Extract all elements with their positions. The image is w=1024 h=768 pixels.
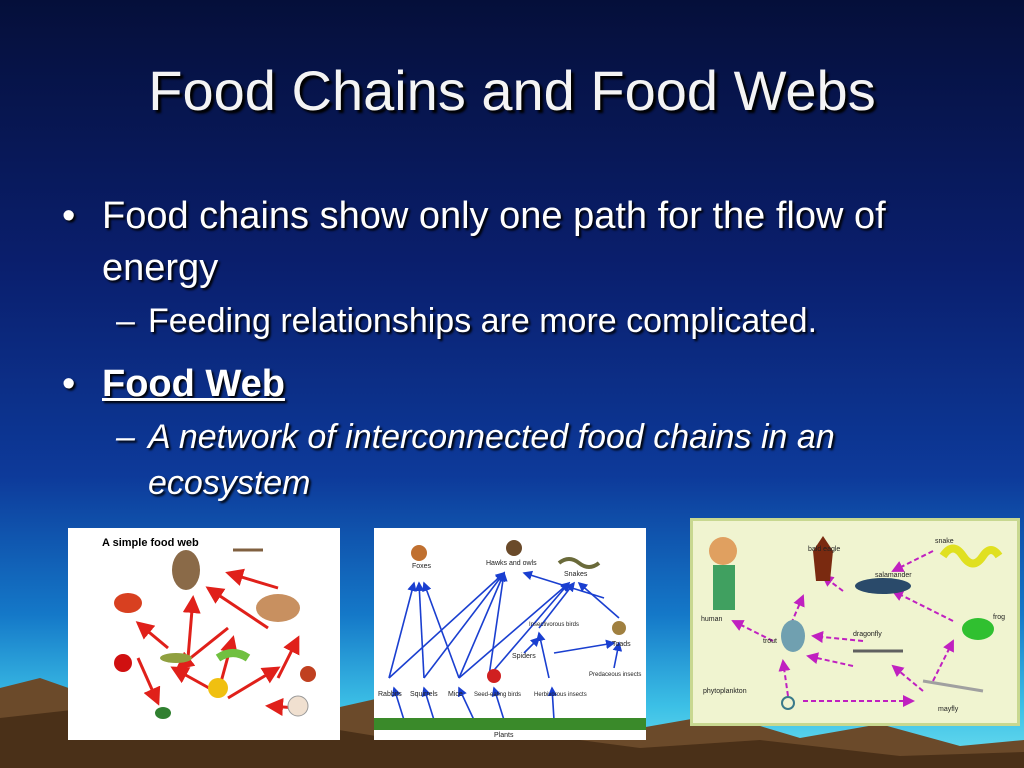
- blue-arrows: [388, 570, 623, 721]
- sub-bullet-text: Feeding relationships are more complicat…: [148, 302, 818, 340]
- label-foxes: Foxes: [412, 563, 432, 570]
- label-predaceous-insects: Predaceous insects: [589, 672, 641, 678]
- slide-title: Food Chains and Food Webs: [148, 59, 876, 122]
- trout-icon: [781, 620, 805, 652]
- bullet-item: • Food Web: [62, 358, 982, 410]
- label-toads: Toads: [612, 641, 631, 648]
- label-mayfly: mayfly: [938, 706, 959, 713]
- bullet-term: Food Web: [102, 363, 285, 405]
- caterpillar-icon: [215, 649, 251, 662]
- bullet-list: • Food chains show only one path for the…: [62, 190, 982, 506]
- owl-icon: [506, 540, 522, 556]
- label-frog: frog: [993, 614, 1005, 621]
- label-snake: snake: [935, 538, 954, 545]
- bird-icon: [114, 593, 142, 613]
- label-dragonfly: dragonfly: [853, 631, 882, 638]
- label-herbivorous-insects: Herbivorous insects: [534, 692, 587, 698]
- cardinal-icon: [487, 669, 501, 683]
- label-hawks-owls: Hawks and owls: [486, 560, 537, 567]
- human-icon: [709, 537, 737, 565]
- label-spiders: Spiders: [512, 653, 536, 660]
- aphid-icon: [155, 707, 171, 719]
- mayfly-icon: [922, 679, 984, 693]
- sub-bullet-item: – A network of interconnected food chain…: [62, 414, 982, 506]
- flower-icon: [208, 678, 228, 698]
- image-title: A simple food web: [102, 537, 199, 549]
- label-rabbits: Rabbits: [378, 691, 402, 698]
- label-mice: Mice: [448, 691, 463, 698]
- magenta-arrows: [731, 550, 954, 707]
- grub-icon: [287, 695, 309, 717]
- simple-food-web-image: A simple food web: [68, 528, 340, 740]
- beetle-icon: [300, 666, 316, 682]
- label-phytoplankton: phytoplankton: [703, 688, 747, 695]
- frog-icon: [962, 618, 994, 640]
- label-insectivorous-birds: Insectivorous birds: [529, 622, 579, 628]
- grasshopper-icon: [160, 653, 192, 663]
- cartoon-food-web-image: bald eagle snake human salamander frog t…: [690, 518, 1020, 726]
- label-seed-eating-birds: Seed-eating birds: [474, 692, 521, 698]
- dash-glyph: –: [116, 418, 135, 456]
- bullet-glyph: •: [62, 363, 76, 405]
- ladybug-icon: [114, 654, 132, 672]
- bullet-item: • Food chains show only one path for the…: [62, 190, 982, 294]
- bullet-glyph: •: [62, 195, 76, 237]
- toad-icon: [612, 621, 626, 635]
- human-body: [713, 565, 735, 610]
- label-bald-eagle: bald eagle: [808, 546, 840, 553]
- phytoplankton-icon: [781, 696, 795, 710]
- grass-strip: [374, 718, 646, 730]
- bullet-text: Food chains show only one path for the f…: [102, 195, 886, 289]
- salamander-icon: [855, 578, 911, 594]
- label-plants: Plants: [494, 732, 514, 739]
- label-human: human: [701, 616, 723, 623]
- label-salamander: salamander: [875, 572, 912, 579]
- sub-bullet-item: – Feeding relationships are more complic…: [62, 298, 982, 344]
- sub-bullet-text: A network of interconnected food chains …: [148, 418, 835, 502]
- label-trout: trout: [763, 638, 777, 645]
- mouse-icon: [256, 594, 300, 622]
- dash-glyph: –: [116, 302, 135, 340]
- owl-icon: [172, 550, 200, 590]
- detailed-food-web-image: Foxes Hawks and owls Snakes Insectivorou…: [374, 528, 646, 740]
- label-squirrels: Squirrels: [410, 691, 438, 698]
- snake-icon: [939, 544, 1003, 568]
- eagle-icon: [813, 536, 833, 581]
- label-snakes: Snakes: [564, 571, 588, 578]
- fox-icon: [411, 545, 427, 561]
- snake-icon: [557, 557, 601, 569]
